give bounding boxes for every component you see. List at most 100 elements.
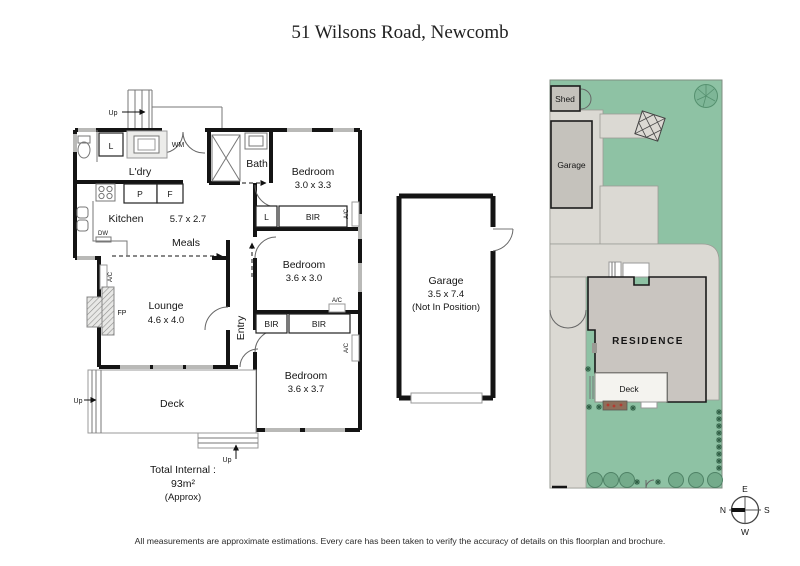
bir-rect-1	[255, 313, 288, 334]
bedroom3-dims: 3.6 x 3.7	[288, 384, 324, 395]
bedroom1-label: Bedroom	[292, 166, 335, 178]
garage-floorplan: Garage 3.5 x 7.4 (Not In Position)	[396, 193, 514, 404]
bedroom3-ac-label: A/C	[344, 342, 350, 353]
garage-plan-dims: 3.5 x 7.4	[428, 289, 464, 300]
lounge-label: Lounge	[148, 300, 183, 312]
room-bedroom2: Bedroom 3.6 x 3.0 A/C	[283, 259, 346, 313]
toilet-icon	[77, 130, 98, 162]
shed-doors	[580, 88, 592, 110]
bir-row: BIR BIR	[255, 313, 351, 334]
bedroom1-linen-label: L	[264, 212, 269, 222]
garage-plan-label: Garage	[428, 275, 463, 287]
residence-ac-tick	[592, 343, 597, 353]
site-deck-rect	[594, 372, 668, 403]
linen-box	[98, 132, 124, 157]
site-plan: Shed Garage RESIDENCE	[549, 79, 723, 489]
room-entry-label: Entry	[235, 315, 247, 340]
room-laundry-label: L'dry	[129, 166, 152, 178]
bir-rect-2	[288, 313, 351, 334]
hedge-bushes	[587, 472, 723, 488]
garage-plan-note: (Not In Position)	[412, 302, 480, 313]
washing-machine-label: WM	[172, 142, 185, 149]
bedroom1-bir-label: BIR	[306, 212, 320, 222]
dishwasher-icon	[95, 236, 112, 243]
kitchen-bench	[92, 201, 128, 256]
lounge-ac-unit	[99, 264, 108, 290]
shed-rect	[550, 85, 581, 112]
rear-gate	[645, 479, 655, 489]
compass-w: W	[741, 527, 749, 537]
fridge-rect	[156, 183, 184, 204]
dishwasher-label: DW	[98, 231, 108, 237]
disclaimer-text: All measurements are approximate estimat…	[135, 536, 666, 546]
trough-icon	[126, 130, 168, 159]
bedroom2-label: Bedroom	[283, 259, 326, 271]
room-bedroom3: Bedroom 3.6 x 3.7 A/C	[285, 334, 360, 395]
total-line2: 93m²	[171, 478, 195, 490]
main-floorplan: Up L	[73, 89, 362, 503]
bir-label-1: BIR	[264, 319, 278, 329]
residence-porch	[608, 261, 650, 278]
bedroom2-ac-label: A/C	[332, 298, 343, 304]
front-steps: Up	[197, 432, 259, 464]
pantry-box: P	[123, 183, 158, 204]
bedroom1-bir-rect	[278, 205, 348, 228]
site-deck-label: Deck	[619, 384, 639, 394]
kitchen-dims: 5.7 x 2.7	[170, 214, 206, 225]
shower-icon	[211, 134, 241, 182]
bedroom1-dims: 3.0 x 3.3	[295, 180, 331, 191]
deck-area: Deck Up	[74, 369, 257, 434]
site-residence: RESIDENCE Deck	[587, 261, 707, 409]
driveway-gates	[549, 309, 587, 329]
compass-n: N	[720, 505, 726, 515]
bedroom2-dims: 3.6 x 3.0	[286, 273, 322, 284]
garage-door	[410, 392, 483, 404]
deck-up-label: Up	[74, 398, 83, 405]
fireplace-icon	[86, 286, 115, 336]
site-garage-rect	[550, 120, 593, 209]
front-steps-up-label: Up	[223, 457, 232, 464]
room-bath-label: Bath	[246, 158, 268, 170]
lounge-ac-label: A/C	[108, 271, 114, 282]
fireplace-label: FP	[118, 310, 127, 317]
bedroom1-ac-label: A/C	[344, 208, 350, 219]
bedroom1-ac-unit	[351, 201, 360, 227]
fridge-label: F	[167, 189, 172, 199]
total-line1: Total Internal :	[150, 464, 216, 476]
bir-label-2: BIR	[312, 319, 326, 329]
pantry-label: P	[137, 189, 143, 199]
stairs-up-label: Up	[109, 110, 118, 117]
total-internal: Total Internal : 93m² (Approx)	[150, 464, 216, 503]
bathtub-icon	[244, 132, 268, 150]
compass-icon: E S W N	[720, 484, 770, 537]
sink-icon	[76, 206, 89, 232]
linen-laundry: L	[98, 132, 124, 157]
front-steps-rect	[197, 432, 259, 449]
compass-s: S	[764, 505, 770, 515]
site-garage: Garage	[550, 120, 593, 209]
windows	[73, 128, 362, 432]
deck-outline	[87, 369, 257, 434]
stove-icon	[95, 183, 116, 202]
deck-label: Deck	[160, 398, 185, 410]
residence-label: RESIDENCE	[612, 336, 684, 347]
compass-e: E	[742, 484, 748, 494]
room-bedroom1: Bedroom 3.0 x 3.3 L BIR A/C	[255, 166, 360, 228]
bedroom1-linen-rect	[255, 205, 278, 228]
room-kitchen-label: Kitchen	[108, 213, 143, 225]
linen-label: L	[109, 141, 114, 151]
bedroom2-ac-unit	[328, 303, 346, 313]
bedroom3-ac-unit	[351, 334, 360, 362]
page-title: 51 Wilsons Road, Newcomb	[291, 22, 508, 43]
bedroom3-label: Bedroom	[285, 370, 328, 382]
garden-bed	[602, 400, 628, 411]
residence-outline	[587, 276, 707, 403]
stairs-top-icon: Up	[109, 89, 223, 130]
fridge-box: F	[156, 183, 184, 204]
total-line3: (Approx)	[165, 492, 201, 503]
site-garage-label: Garage	[557, 160, 586, 170]
shed-label: Shed	[555, 94, 575, 104]
circulation-arrows	[112, 180, 267, 277]
room-meals-label: Meals	[172, 237, 200, 249]
